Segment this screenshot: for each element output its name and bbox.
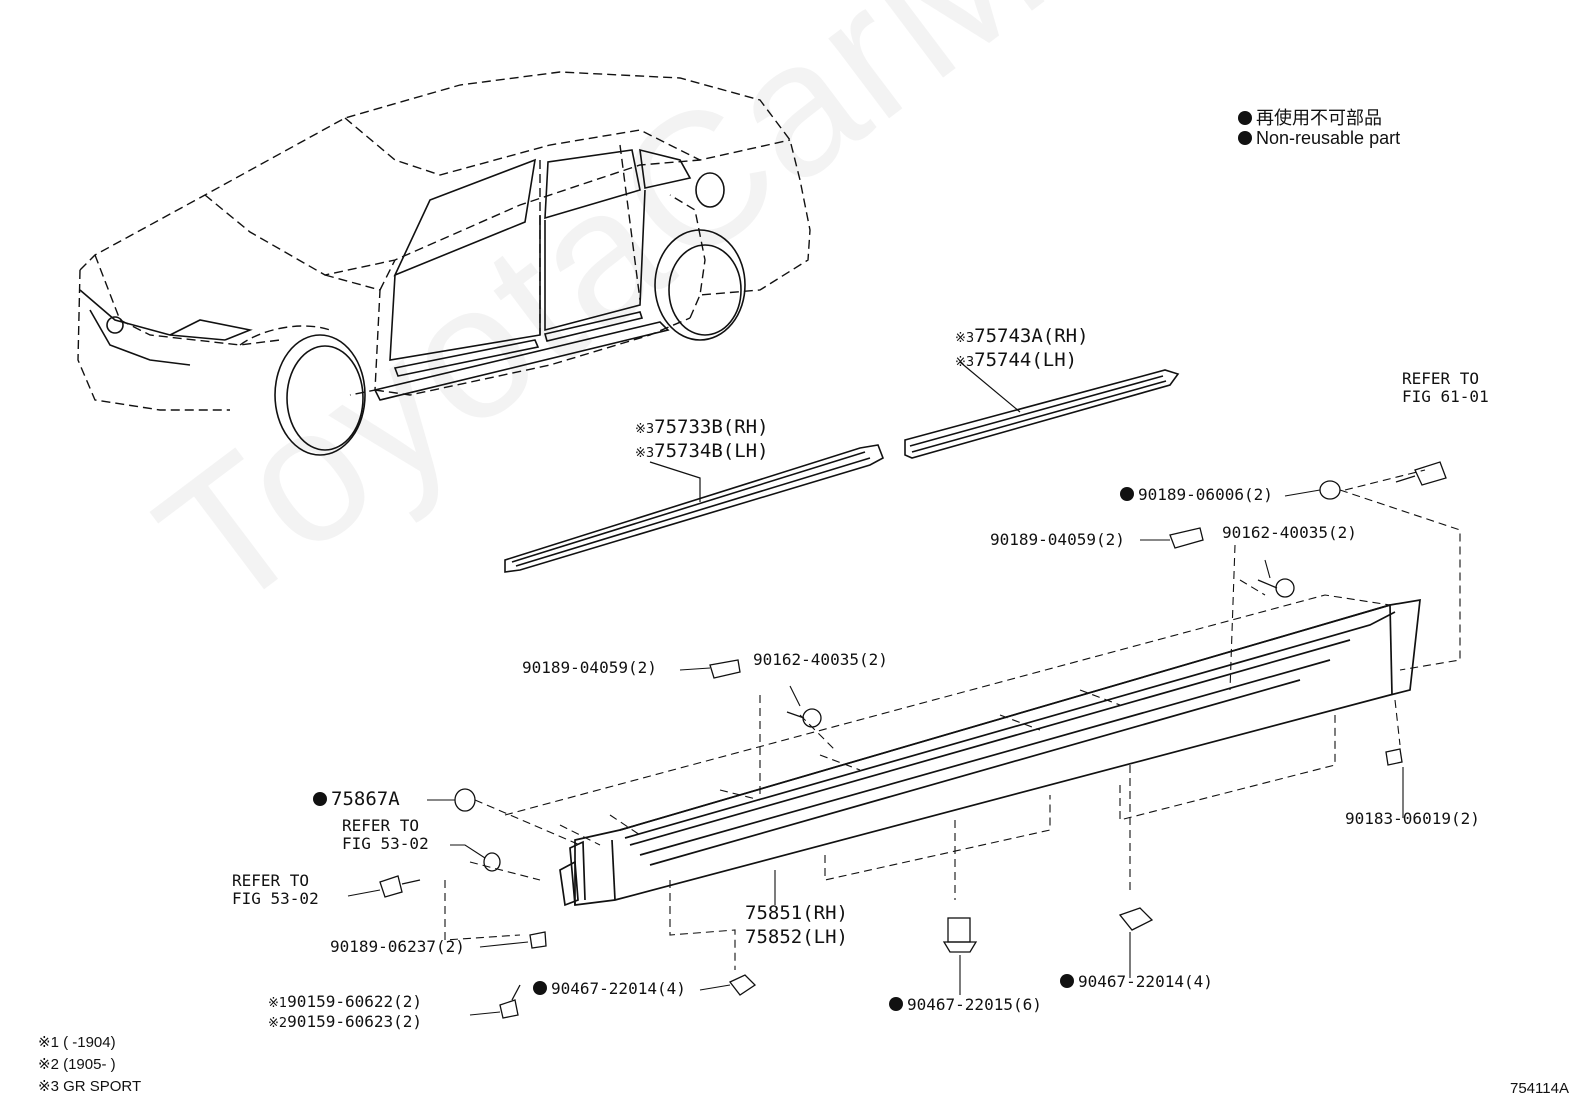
- label-90189-04059-top[interactable]: 90189-04059(2): [990, 531, 1125, 549]
- label-90467-22014-right[interactable]: 90467-22014(4): [1060, 973, 1213, 991]
- label-90189-04059-mid[interactable]: 90189-04059(2): [522, 659, 657, 677]
- label-75743a[interactable]: ※375743A(RH): [955, 327, 1089, 348]
- part-number: 90189-06237(2): [330, 937, 465, 956]
- dashed-leaders: [444, 469, 1461, 970]
- part-number: 90467-22014(4): [1078, 972, 1213, 991]
- label-75733b[interactable]: ※375733B(RH): [635, 418, 769, 439]
- part-number: 90159-60622(2): [287, 992, 423, 1011]
- note-mark-x1: ※1: [268, 996, 288, 1011]
- label-75852[interactable]: 75852(LH): [745, 926, 848, 948]
- part-number: 75734B(LH): [654, 440, 769, 462]
- figure-code: 754114A: [1510, 1080, 1569, 1097]
- part-number: 90189-06006(2): [1138, 485, 1273, 504]
- note-1: ※1 ( -1904): [38, 1034, 116, 1051]
- note-mark-x3: ※3: [955, 355, 975, 370]
- part-number: 90189-04059(2): [522, 658, 657, 677]
- part-number: 90162-40035(2): [1222, 523, 1357, 542]
- label-75867a[interactable]: 75867A: [313, 788, 400, 810]
- note-mark-x3: ※3: [955, 331, 975, 346]
- moulding-75743a-shape: [904, 369, 1180, 459]
- part-number: 90183-06019(2): [1345, 809, 1480, 828]
- label-90162-40035-mid[interactable]: 90162-40035(2): [753, 651, 888, 669]
- label-90183-06019[interactable]: 90183-06019(2): [1345, 810, 1480, 828]
- part-number: 75867A: [331, 788, 400, 810]
- label-90189-06006[interactable]: 90189-06006(2): [1120, 486, 1273, 504]
- label-75734b[interactable]: ※375734B(LH): [635, 442, 769, 463]
- refer-line1: REFER TO: [232, 871, 310, 890]
- part-number: 75851(RH): [745, 902, 848, 924]
- label-leaders: [347, 489, 1404, 1016]
- refer-line2: FIG 53-02: [232, 889, 319, 908]
- label-90467-22015[interactable]: 90467-22015(6): [889, 996, 1042, 1014]
- refer-line2: FIG 61-01: [1402, 387, 1489, 406]
- part-number: 90189-04059(2): [990, 530, 1125, 549]
- non-reusable-dot-icon: [313, 792, 327, 806]
- part-number: 90159-60623(2): [287, 1012, 423, 1031]
- car-solid-lines: [79, 148, 746, 456]
- part-number: 75744(LH): [974, 349, 1078, 371]
- non-reusable-dot-icon: [533, 981, 547, 995]
- note-mark-x2: ※2: [268, 1016, 288, 1031]
- refer-line1: REFER TO: [342, 816, 420, 835]
- label-90162-40035-top[interactable]: 90162-40035(2): [1222, 524, 1357, 542]
- label-90467-22014-left[interactable]: 90467-22014(4): [533, 980, 686, 998]
- label-75851[interactable]: 75851(RH): [745, 902, 848, 924]
- rocker-panel-shape: [559, 598, 1421, 907]
- label-90159-60622[interactable]: ※190159-60622(2): [268, 993, 422, 1013]
- moulding-leaders: [649, 361, 1021, 502]
- non-reusable-dot-icon: [1238, 111, 1252, 125]
- part-number: 75733B(RH): [654, 416, 769, 438]
- part-number: 75852(LH): [745, 926, 848, 948]
- label-90189-06237[interactable]: 90189-06237(2): [330, 938, 465, 956]
- note-3: ※3 GR SPORT: [38, 1078, 142, 1095]
- legend-en: Non-reusable part: [1238, 128, 1400, 149]
- car-outline: [77, 71, 811, 411]
- non-reusable-dot-icon: [1060, 974, 1074, 988]
- refer-line1: REFER TO: [1402, 369, 1480, 388]
- fastener-glyphs: [379, 461, 1447, 1019]
- refer-line2: FIG 53-02: [342, 834, 429, 853]
- note-mark-x3: ※3: [635, 446, 655, 461]
- label-75744[interactable]: ※375744(LH): [955, 351, 1077, 372]
- non-reusable-dot-icon: [1238, 131, 1252, 145]
- non-reusable-dot-icon: [1120, 487, 1134, 501]
- legend-en-text: Non-reusable part: [1256, 128, 1401, 148]
- label-90159-60623[interactable]: ※290159-60623(2): [268, 1013, 422, 1033]
- non-reusable-dot-icon: [889, 997, 903, 1011]
- legend-jp: 再使用不可部品: [1238, 104, 1382, 130]
- note-mark-x3: ※3: [635, 422, 655, 437]
- note-2: ※2 (1905- ): [38, 1056, 116, 1073]
- part-number: 90162-40035(2): [753, 650, 888, 669]
- moulding-75733b-shape: [504, 444, 884, 573]
- part-number: 75743A(RH): [974, 325, 1089, 347]
- part-number: 90467-22015(6): [907, 995, 1042, 1014]
- part-number: 90467-22014(4): [551, 979, 686, 998]
- legend-jp-text: 再使用不可部品: [1256, 108, 1382, 128]
